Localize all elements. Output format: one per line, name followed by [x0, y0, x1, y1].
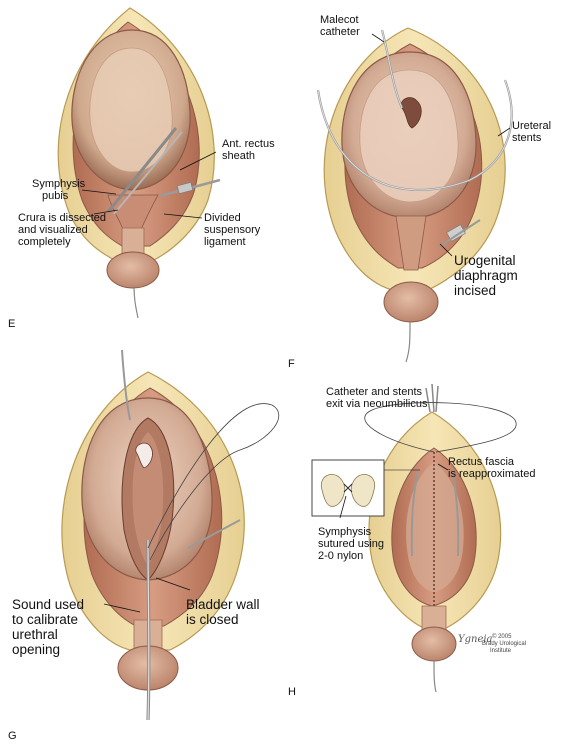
- panel-g-catheter: [121, 349, 131, 421]
- panel-e-bladder-inner: [89, 47, 173, 173]
- label-catheter-stents-line2: exit via neoumbilicus: [326, 398, 428, 410]
- panel-f-leaders: [371, 33, 511, 257]
- label-sound-line4: opening: [12, 642, 61, 657]
- credit-org-line2: Institute: [490, 648, 512, 654]
- label-crura-line2: and visualized: [18, 224, 88, 236]
- panel-h-catheter-tail: [433, 659, 437, 693]
- panel-e-illustration: [57, 7, 221, 319]
- panel-g-leaders: [103, 577, 191, 613]
- credit-org-line1: Brady Urological: [482, 641, 527, 647]
- panel-h-neoumbilicus: [425, 383, 439, 413]
- credit-copyright: © 2005: [492, 634, 512, 640]
- panel-f-catheter-tail: [405, 321, 411, 363]
- label-ant-rectus-sheath-line1: Ant. rectus: [222, 138, 275, 150]
- artist-signature: Ygneia: [458, 634, 493, 645]
- label-malecot-catheter-line2: catheter: [320, 26, 360, 38]
- label-sound-line1: Sound used: [12, 597, 85, 612]
- label-urogenital-line1: Urogenital: [454, 253, 516, 268]
- panel-g-suture-loop: [147, 403, 280, 561]
- panel-e-catheter: [133, 285, 139, 319]
- panel-letter-g: G: [8, 730, 17, 742]
- label-divided-ligament-line3: ligament: [204, 236, 246, 248]
- panel-h-inset: [311, 459, 420, 517]
- panel-h-pelvis-right: [350, 474, 376, 507]
- panel-f-bladder-inner: [359, 69, 459, 203]
- label-sound-line3: urethral: [12, 627, 58, 642]
- panel-letter-h: H: [288, 686, 296, 698]
- label-bladder-wall-line1: Bladder wall: [186, 597, 260, 612]
- label-symphysis-sutured-line3: 2-0 nylon: [318, 550, 364, 562]
- label-divided-ligament-line1: Divided: [204, 212, 241, 224]
- label-ant-rectus-sheath-line2: sheath: [222, 150, 256, 162]
- label-symphysis-pubis-line1: Symphysis: [32, 178, 86, 190]
- panel-h-illustration: [364, 383, 517, 693]
- label-crura-line1: Crura is dissected: [18, 212, 107, 224]
- label-sound-line2: to calibrate: [12, 612, 79, 627]
- label-symphysis-sutured-line1: Symphysis: [318, 526, 372, 538]
- panel-f-glans: [383, 281, 439, 323]
- label-crura-line3: completely: [18, 236, 71, 248]
- panel-h-stent-left: [410, 469, 419, 557]
- panel-f-clamp: [446, 224, 466, 242]
- label-ureteral-stents-line2: stents: [512, 132, 542, 144]
- label-bladder-wall-line2: is closed: [186, 612, 239, 627]
- label-malecot-catheter-line1: Malecot: [320, 14, 359, 26]
- panel-letter-f: F: [288, 358, 295, 370]
- panel-e-leaders: [81, 151, 217, 219]
- label-urogenital-line2: diaphragm: [454, 268, 518, 283]
- panel-g-bladder-neck: [135, 442, 153, 469]
- panel-g-illustration: [61, 349, 280, 721]
- label-ureteral-stents-line1: Ureteral: [512, 120, 552, 132]
- label-urogenital-line3: incised: [454, 283, 497, 298]
- label-symphysis-sutured-line2: sutured using: [318, 538, 385, 550]
- panel-letter-e: E: [8, 318, 16, 330]
- panel-e-forceps: [106, 127, 178, 213]
- panel-f-bladder-neck: [400, 97, 422, 129]
- label-catheter-stents-line1: Catheter and stents: [326, 386, 423, 398]
- panel-h-symphysis-suture: [343, 483, 353, 493]
- panel-h-suture-loop: [364, 402, 517, 453]
- label-symphysis-pubis-line2: pubis: [42, 190, 69, 202]
- panel-h-stent-right: [451, 469, 460, 557]
- panel-h-leaders: [339, 463, 449, 519]
- panel-f-illustration: [316, 27, 513, 363]
- label-rectus-fascia-line1: Rectus fascia: [448, 456, 515, 468]
- panel-f-urethra: [395, 215, 427, 271]
- panel-h-pelvis-left: [320, 474, 346, 507]
- panel-e-glans: [106, 251, 160, 289]
- panel-h-glans: [411, 626, 457, 662]
- label-rectus-fascia-line2: is reapproximated: [448, 468, 536, 480]
- label-divided-ligament-line2: suspensory: [204, 224, 261, 236]
- panel-g-retractor: [187, 519, 241, 549]
